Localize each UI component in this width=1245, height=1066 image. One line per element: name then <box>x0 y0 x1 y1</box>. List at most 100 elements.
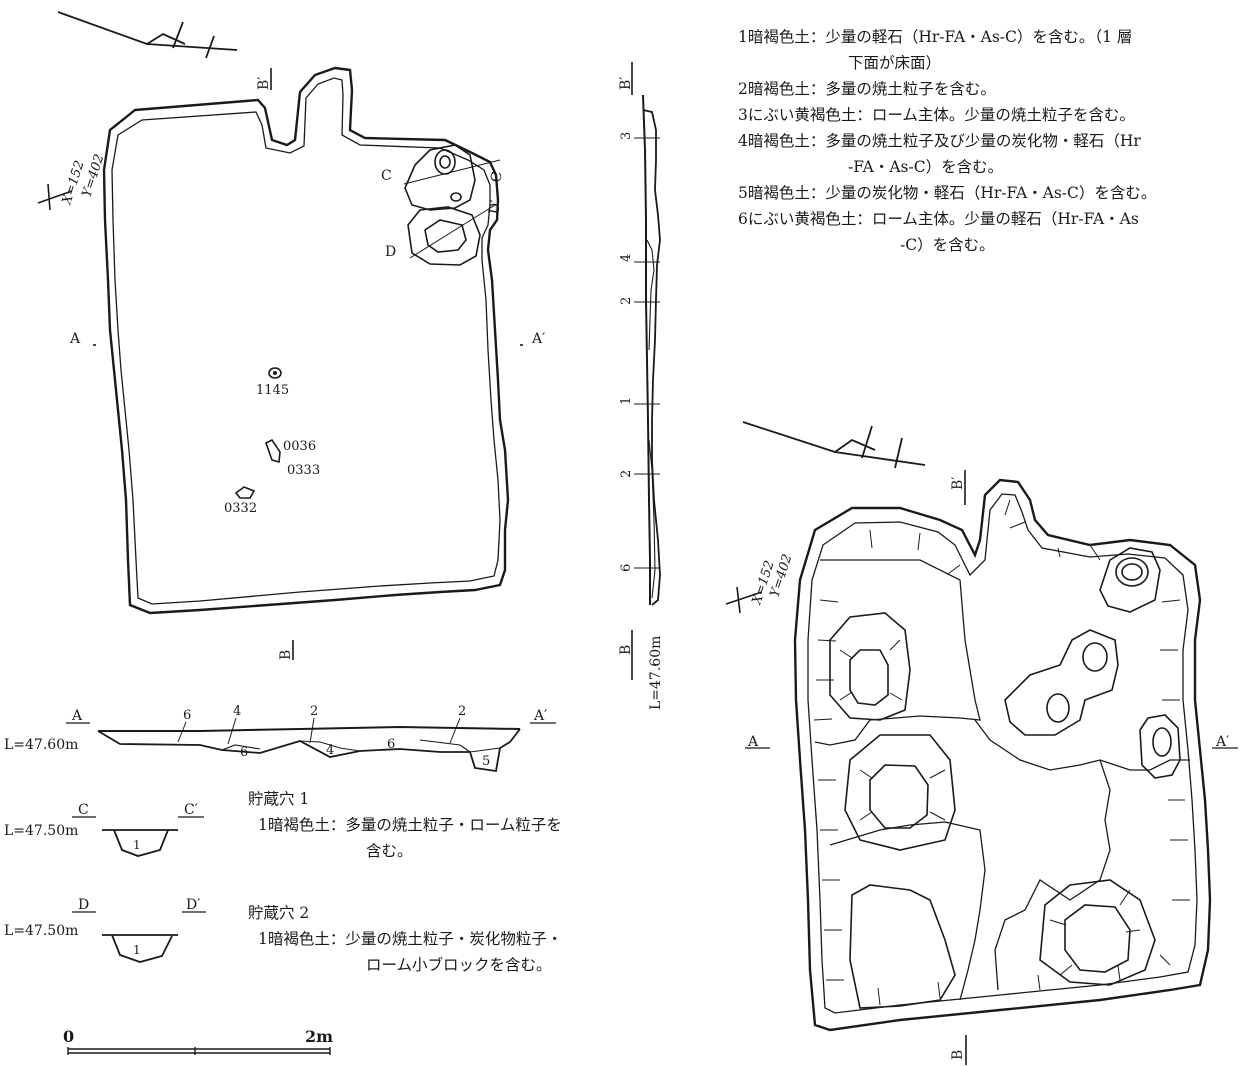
profile-layer <box>646 239 655 351</box>
pit-internal-line <box>814 559 981 746</box>
layer-number: 6 <box>387 737 395 752</box>
storage-pit-inner <box>1152 727 1172 757</box>
label-c-prime: C′ <box>488 167 506 183</box>
plan-lower-floor <box>725 421 1238 1065</box>
find-number: 0036 <box>283 439 316 454</box>
profile-layer <box>419 739 471 753</box>
storage-pit <box>1039 879 1156 986</box>
layer-number: 2 <box>310 704 318 719</box>
post-hole <box>450 192 462 202</box>
legend-row: 3にぶい黄褐色土：ローム主体。少量の焼土粒子を含む。 <box>738 106 1135 124</box>
storage-pit-inner <box>1115 557 1149 587</box>
layer-number: 4 <box>619 254 634 262</box>
label-b: B <box>278 650 294 660</box>
label-c: C <box>381 168 392 184</box>
label-a-prime: A′ <box>533 708 547 724</box>
storage-pit-1 <box>404 144 476 211</box>
layer-number: 3 <box>619 132 634 140</box>
label-a: A <box>747 734 759 750</box>
pit-internal-line <box>974 719 1190 771</box>
storage-pit-inner <box>1082 642 1108 672</box>
slope-hachures <box>813 499 1190 1006</box>
profile-bottom <box>97 728 521 773</box>
layer-legend: 1暗褐色土：少量の軽石（Hr-FA・As-C）を含む。（1 層 下面が床面） 2… <box>738 24 1156 258</box>
storage-pit-1-inner <box>434 149 456 175</box>
scale-end: 2m <box>305 1027 333 1046</box>
label-b-prime: B′ <box>618 77 634 90</box>
storage-pit-inner <box>1046 693 1070 723</box>
level-label: L=47.60m <box>648 636 664 710</box>
layer-number: 6 <box>183 708 191 723</box>
storage-pit <box>849 884 956 1009</box>
profile-surface <box>642 94 651 605</box>
label-a: A <box>69 331 81 347</box>
coord-tick-icon <box>47 183 51 211</box>
coord-tick-icon <box>736 586 741 614</box>
storage-pit-core <box>1121 563 1143 581</box>
storage-pit-2 <box>407 206 481 266</box>
label-a-prime: A′ <box>1215 734 1229 750</box>
scale-zero: 0 <box>63 1027 74 1046</box>
layer-number: 6 <box>619 564 634 572</box>
label-b: B <box>950 1050 966 1060</box>
coord-tick-icon <box>37 190 73 204</box>
find-marker <box>265 438 281 464</box>
find-number: 1145 <box>256 383 289 398</box>
section-profile-b <box>631 62 661 680</box>
pit1-title: 貯蔵穴 1 <box>248 790 310 808</box>
find-number: 0332 <box>224 501 257 516</box>
storage-pit <box>1099 547 1161 613</box>
label-d: D <box>385 244 396 260</box>
label-d-prime: D′ <box>186 897 200 913</box>
label-c: C <box>78 802 89 818</box>
label-d: D <box>78 897 89 913</box>
find-marker <box>268 367 282 379</box>
plan-upper-floor <box>37 11 523 660</box>
layer-leader <box>227 717 237 745</box>
label-c-prime: C′ <box>184 802 198 818</box>
pit-outline-outer <box>793 478 1212 1032</box>
layer-leader <box>177 721 187 743</box>
layer-number: 4 <box>326 743 334 758</box>
layer-number: 2 <box>458 704 466 719</box>
storage-pit <box>1004 629 1119 736</box>
layer-leader <box>449 717 461 744</box>
legend-row: 2暗褐色土：多量の焼土粒子を含む。 <box>738 80 996 98</box>
layer-number: 1 <box>619 397 634 405</box>
profile-layer <box>221 744 261 751</box>
north-arrow-icon <box>57 11 238 59</box>
section-profile-d <box>72 911 206 963</box>
profile-layer <box>469 747 501 753</box>
storage-pit-inner <box>869 764 929 829</box>
north-arrow-icon <box>742 421 926 469</box>
section-line-c <box>403 159 501 185</box>
level-label: L=47.50m <box>4 823 78 839</box>
layer-number: 1 <box>133 943 141 957</box>
label-b: B <box>618 645 634 655</box>
layer-number: 6 <box>240 745 248 760</box>
pit2-row-cont: ローム小ブロックを含む。 <box>366 956 552 974</box>
label-a-prime: A′ <box>531 331 545 347</box>
label-d-prime: D′ <box>486 199 504 216</box>
legend-row: 6にぶい黄褐色土：ローム主体。少量の軽石（Hr-FA・As <box>738 210 1139 228</box>
coord-tick-icon <box>725 591 763 605</box>
layer-number: 2 <box>619 470 634 478</box>
storage-pit <box>844 734 956 851</box>
label-b-prime: B′ <box>256 77 272 90</box>
pit2-legend: 貯蔵穴 2 1暗褐色土：少量の焼土粒子・炭化物粒子・ ローム小ブロックを含む。 <box>248 900 562 978</box>
pit2-title: 貯蔵穴 2 <box>248 904 310 922</box>
section-profile-c <box>72 816 204 857</box>
section-profile-a <box>66 717 556 773</box>
layer-leader <box>309 717 315 744</box>
label-a: A <box>71 708 83 724</box>
layer-number: 5 <box>482 754 490 769</box>
profile-bottom <box>113 829 169 857</box>
find-marker <box>234 486 256 499</box>
legend-row-cont: -C）を含む。 <box>900 236 995 254</box>
pit-outline-inner <box>807 493 1198 1014</box>
profile-bottom <box>111 934 173 963</box>
pit1-legend: 貯蔵穴 1 1暗褐色土：多量の焼土粒子・ローム粒子を 含む。 <box>248 786 562 864</box>
legend-row: 5暗褐色土：少量の炭化物・軽石（Hr-FA・As-C）を含む。 <box>738 184 1157 202</box>
layer-number: 2 <box>619 297 634 305</box>
